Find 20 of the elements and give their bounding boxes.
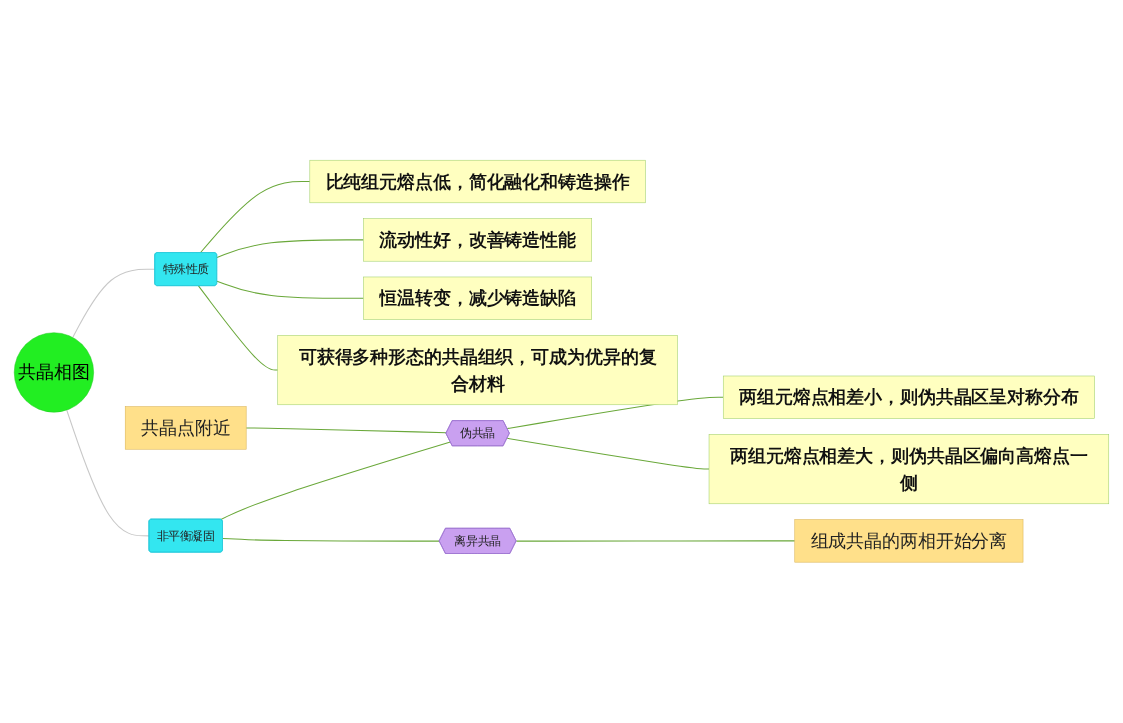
node-box: 两组元熔点相差小，则伪共晶区呈对称分布 — [722, 376, 1095, 420]
node-box: 比纯组元熔点低，简化融化和铸造操作 — [309, 160, 646, 204]
connector — [515, 540, 796, 542]
node-box: 流动性好，改善铸造性能 — [363, 218, 592, 262]
connector — [245, 427, 448, 434]
connector — [66, 409, 150, 537]
connector — [216, 239, 364, 259]
node-circle: 共晶相图 — [13, 332, 94, 413]
connector — [506, 438, 710, 470]
connector — [199, 181, 311, 254]
connector — [72, 269, 156, 339]
connector — [197, 285, 279, 371]
connector — [216, 281, 364, 300]
connector — [222, 538, 440, 542]
connector — [220, 441, 451, 521]
node-box: 共晶点附近 — [124, 406, 247, 450]
node-box: 可获得多种形态的共晶组织，可成为优异的复合材料 — [277, 335, 678, 406]
node-box: 两组元熔点相差大，则伪共晶区偏向高熔点一侧 — [708, 434, 1110, 505]
node-box: 恒温转变，减少铸造缺陷 — [363, 277, 592, 321]
node-box: 组成共晶的两相开始分离 — [794, 519, 1024, 563]
